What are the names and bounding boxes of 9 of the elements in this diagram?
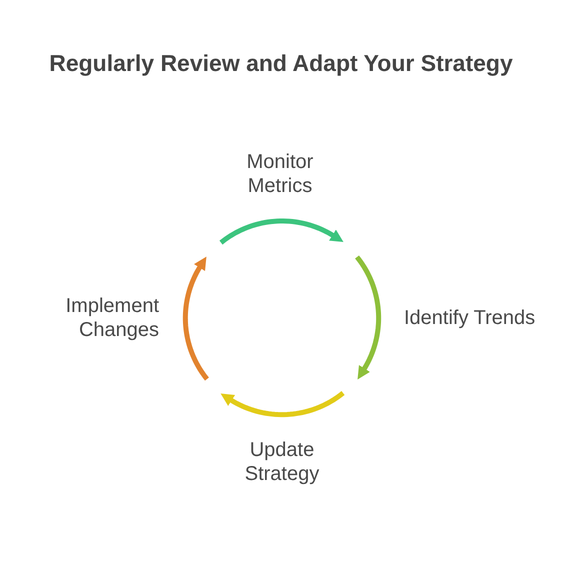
step-label: Monitor Metrics <box>246 150 314 198</box>
step-label: Identify Trends <box>404 306 536 330</box>
arrow <box>219 218 344 245</box>
title: Regularly Review and Adapt Your Strategy <box>49 50 513 76</box>
step-label: Implement Changes <box>66 294 159 342</box>
arrow <box>355 255 382 380</box>
step-label: Update Strategy <box>244 438 320 486</box>
arrow <box>182 256 209 381</box>
arrow <box>220 391 345 418</box>
